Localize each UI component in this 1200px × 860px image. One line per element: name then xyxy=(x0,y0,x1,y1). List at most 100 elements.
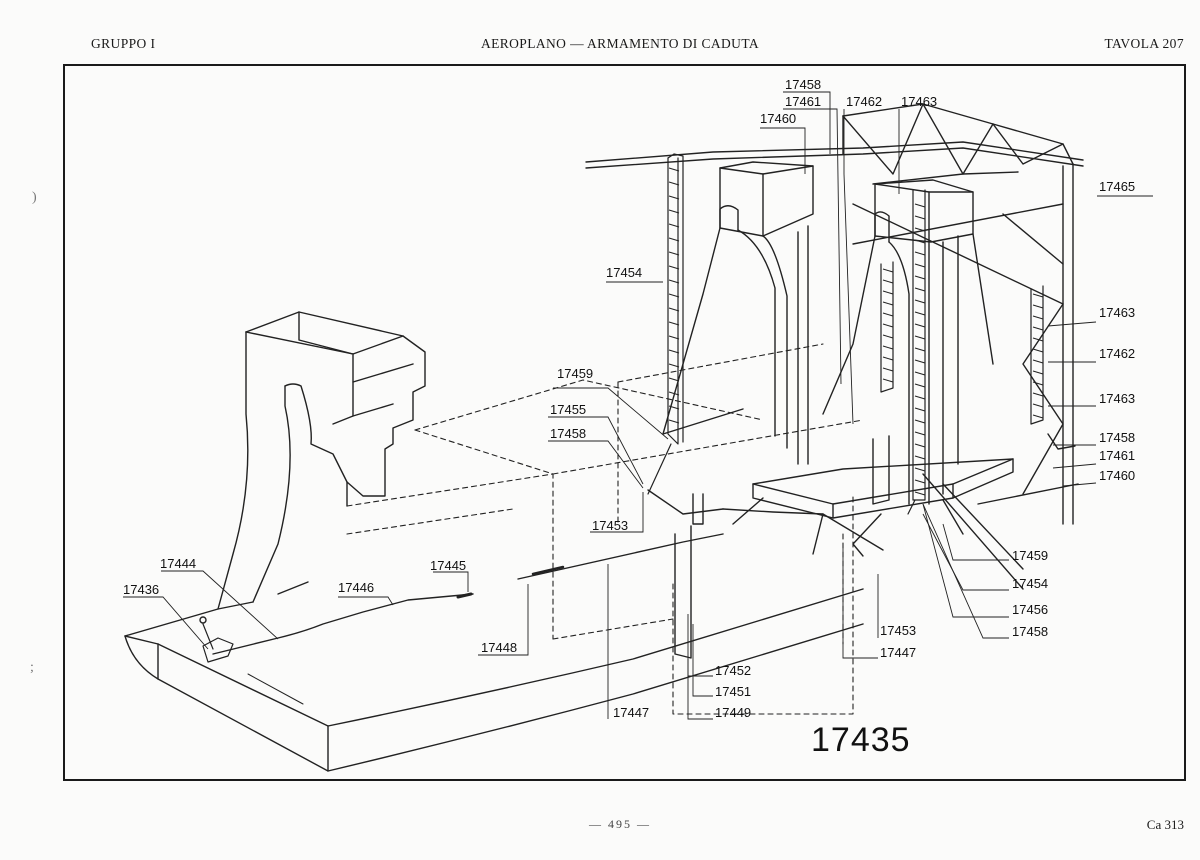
rack-hook xyxy=(914,287,926,292)
label-17453-left: 17453 xyxy=(592,518,628,533)
plate-title: AEROPLANO — ARMAMENTO DI CADUTA xyxy=(480,36,760,51)
rack-hook xyxy=(668,419,680,424)
rack-hook xyxy=(882,356,894,361)
release-cable xyxy=(199,489,884,663)
rack-hook xyxy=(1032,370,1044,375)
rack-hook xyxy=(914,419,926,424)
margin-mark: ; xyxy=(30,660,34,675)
rack-hook xyxy=(914,299,926,304)
rack-hook xyxy=(1032,414,1044,419)
rack-hook xyxy=(668,209,680,214)
rack-hook xyxy=(1032,392,1044,397)
label-17451: 17451 xyxy=(715,684,751,699)
rack-hook xyxy=(914,407,926,412)
rack-hook xyxy=(914,311,926,316)
label-17460-top: 17460 xyxy=(760,111,796,126)
label-17458-left: 17458 xyxy=(550,426,586,441)
rack-hook xyxy=(668,167,680,172)
bomb-bay-outline xyxy=(346,343,864,715)
label-17462-right: 17462 xyxy=(1099,346,1135,361)
label-17445: 17445 xyxy=(430,558,466,573)
rack-hook xyxy=(1032,348,1044,353)
label-17458-right: 17458 xyxy=(1099,430,1135,445)
label-17453-bottom: 17453 xyxy=(880,623,916,638)
bomb-rack-mid xyxy=(880,189,926,515)
rack-hook xyxy=(668,321,680,326)
rack-hook xyxy=(882,301,894,306)
rack-hook xyxy=(668,223,680,228)
rack-hook xyxy=(882,367,894,372)
rack-hook xyxy=(668,405,680,410)
label-17454-right: 17454 xyxy=(1012,576,1048,591)
label-17444: 17444 xyxy=(160,556,196,571)
label-17456: 17456 xyxy=(1012,602,1048,617)
rack-hook xyxy=(914,251,926,256)
label-17455: 17455 xyxy=(550,402,586,417)
label-17465: 17465 xyxy=(1099,179,1135,194)
rack-hook xyxy=(668,293,680,298)
rack-hook xyxy=(882,290,894,295)
rack-hook xyxy=(1032,326,1044,331)
rack-hook xyxy=(668,349,680,354)
rack-hook xyxy=(668,195,680,200)
rack-hook xyxy=(914,479,926,484)
exploded-diagram: 17458 17461 17462 17463 17460 17465 1745… xyxy=(123,77,1153,772)
aircraft-code: Ca 313 xyxy=(1146,817,1184,832)
rack-hook xyxy=(914,239,926,244)
figure-number: 17435 xyxy=(811,721,911,759)
margin-mark: ) xyxy=(32,190,37,205)
bomb-rack-left xyxy=(647,153,684,495)
rack-hook xyxy=(914,359,926,364)
rack-hook xyxy=(914,443,926,448)
rack-hook xyxy=(1032,304,1044,309)
rack-hook xyxy=(914,227,926,232)
rack-hook xyxy=(668,391,680,396)
label-17462-top: 17462 xyxy=(846,94,882,109)
label-17463-top: 17463 xyxy=(901,94,937,109)
label-17459-right: 17459 xyxy=(1012,548,1048,563)
rack-hooks xyxy=(668,167,1044,496)
release-tower-left xyxy=(662,161,814,465)
rack-hook xyxy=(668,377,680,382)
rack-hook xyxy=(1032,337,1044,342)
label-17452: 17452 xyxy=(715,663,751,678)
rack-hook xyxy=(914,467,926,472)
rack-hook xyxy=(914,431,926,436)
label-17436: 17436 xyxy=(123,582,159,597)
label-17449: 17449 xyxy=(715,705,751,720)
rack-hook xyxy=(914,323,926,328)
rack-hook xyxy=(1032,293,1044,298)
label-17447-bottom: 17447 xyxy=(880,645,916,660)
rack-hook xyxy=(1032,315,1044,320)
label-17459-left: 17459 xyxy=(557,366,593,381)
label-17458-bottom-right: 17458 xyxy=(1012,624,1048,639)
rack-hook xyxy=(914,491,926,496)
rack-hook xyxy=(914,275,926,280)
rack-hook xyxy=(1032,403,1044,408)
rack-hook xyxy=(914,455,926,460)
rack-hook xyxy=(914,383,926,388)
hull-outline xyxy=(124,581,864,772)
rack-hook xyxy=(668,363,680,368)
leader-lines xyxy=(123,91,1153,720)
rack-hook xyxy=(668,181,680,186)
rack-hook xyxy=(914,347,926,352)
label-17458-top: 17458 xyxy=(785,77,821,92)
label-17446: 17446 xyxy=(338,580,374,595)
page-number: — 495 — xyxy=(589,817,651,831)
rack-hook xyxy=(914,335,926,340)
rack-hook xyxy=(1032,359,1044,364)
rack-hook xyxy=(882,334,894,339)
drawing-frame xyxy=(63,64,1186,781)
rack-hook xyxy=(914,203,926,208)
label-17448: 17448 xyxy=(481,640,517,655)
label-17454-left: 17454 xyxy=(606,265,642,280)
rack-hook xyxy=(668,237,680,242)
plate-number: TAVOLA 207 xyxy=(1104,36,1184,51)
rack-hook xyxy=(882,378,894,383)
release-tower-right xyxy=(822,179,994,505)
bomb-rack-right xyxy=(1030,285,1044,425)
rack-hook xyxy=(914,395,926,400)
label-17463-right-2: 17463 xyxy=(1099,391,1135,406)
rack-hook xyxy=(882,312,894,317)
